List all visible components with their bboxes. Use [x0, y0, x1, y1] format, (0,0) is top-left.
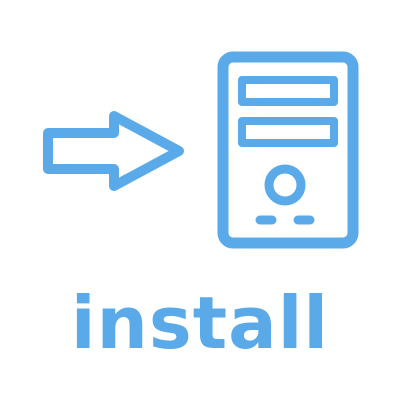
- drive-bay-bottom: [238, 117, 338, 147]
- install-label: install: [70, 281, 330, 365]
- arrow-right-icon: [43, 111, 184, 191]
- power-button: [264, 164, 306, 206]
- computer-tower-icon: [217, 51, 359, 249]
- drive-bay-top: [238, 76, 338, 106]
